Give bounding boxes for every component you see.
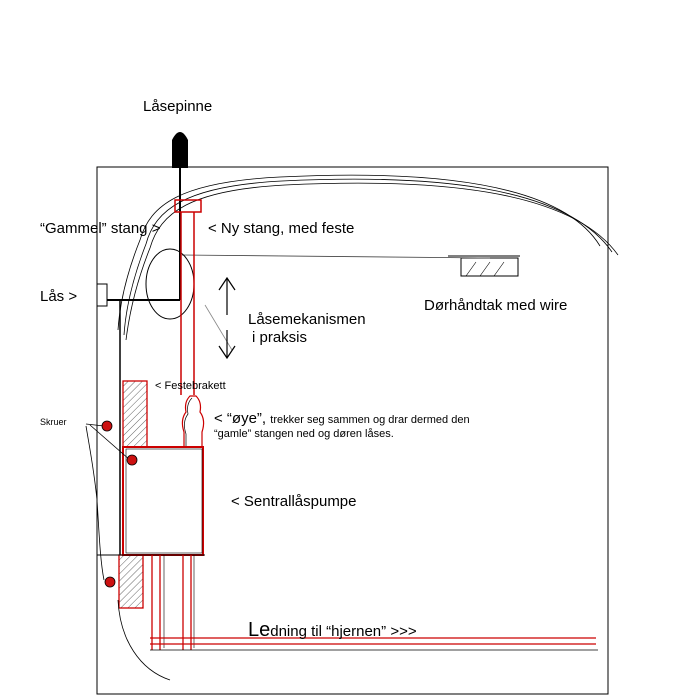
latch-pin-label: Låsepinne: [143, 98, 213, 115]
eye-outline: [184, 397, 193, 446]
up-down-arrow: [218, 276, 236, 360]
screw-2: [126, 454, 138, 466]
mechanism-leader: [204, 304, 233, 351]
eye-label-head: < “øye”,: [214, 410, 267, 427]
eye-label-line2: “gamle” stangen ned og døren låses.: [214, 428, 394, 440]
screws: [101, 420, 138, 588]
lower-wire: [117, 599, 171, 681]
cable-label-rest: dning til “hjernen” >>>: [270, 623, 417, 640]
screw-3: [104, 576, 116, 588]
screw-1: [101, 420, 113, 432]
latch-pin: [172, 132, 188, 168]
lock-label: Lås >: [40, 288, 78, 305]
screw-leaders: [85, 423, 131, 581]
cable-to-brain: [150, 637, 598, 651]
central-lock-pump: [122, 446, 204, 556]
cable-label-first: Le: [248, 619, 271, 641]
old-rod-label: “Gammel” stang >: [40, 220, 161, 237]
new-rod: [174, 199, 202, 395]
mechanism-label-line2: i praksis: [252, 329, 308, 346]
new-rod-label: < Ny stang, med feste: [208, 220, 355, 237]
cable-label: Ledning til “hjernen” >>>: [248, 620, 417, 640]
mechanism-label-line1: Låsemekanismen: [248, 311, 366, 328]
bracket-label: < Festebrakett: [155, 380, 226, 392]
mechanism-oval: [145, 248, 195, 320]
pump-hoses: [151, 555, 195, 650]
door-handle-label: Dørhåndtak med wire: [424, 297, 568, 314]
door-outline: [96, 166, 609, 695]
lock-tab: [96, 283, 108, 307]
handle-wire: [117, 174, 619, 341]
mounting-bracket: [122, 380, 148, 448]
screws-label: Skruer: [40, 417, 67, 427]
pump-outline: [125, 448, 203, 554]
wire-to-handle: [181, 254, 491, 259]
door-handle-box: [448, 255, 520, 277]
eye-label: < “øye”, trekker seg sammen og drar derm…: [214, 411, 470, 426]
old-rod: [105, 168, 181, 301]
eye: [181, 395, 205, 448]
pump-label: < Sentrallåspumpe: [231, 493, 357, 510]
lower-bracket: [118, 554, 144, 609]
eye-label-rest: trekker seg sammen og drar dermed den: [270, 414, 470, 426]
